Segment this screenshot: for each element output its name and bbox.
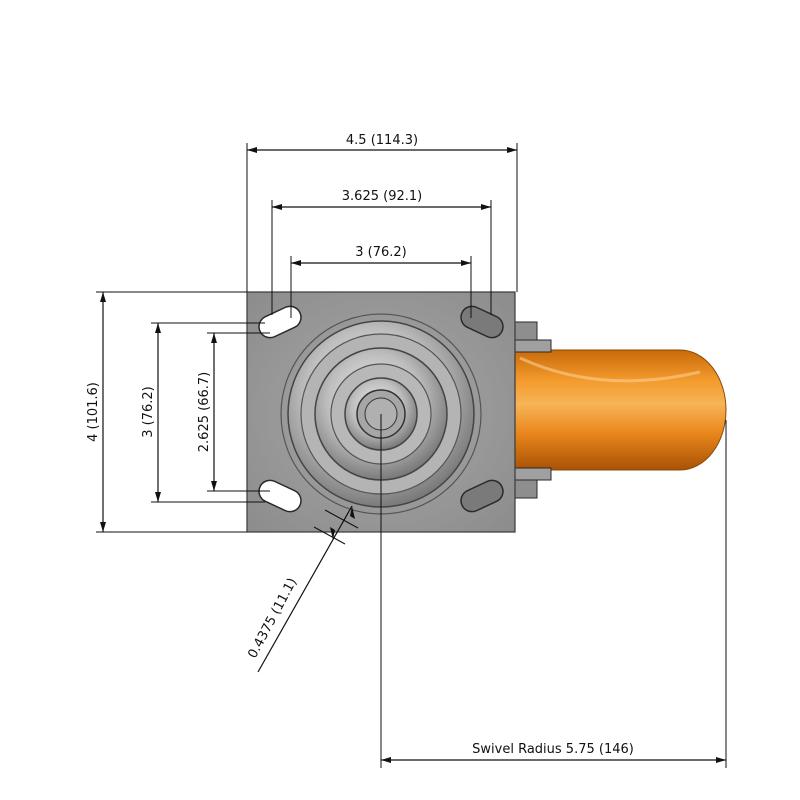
bolt-slot-top-left bbox=[258, 305, 302, 339]
dim-outer-bolt-vertical: 3 (76.2) bbox=[141, 322, 265, 503]
dim-outer-bolt-vertical-label: 3 (76.2) bbox=[141, 386, 156, 438]
dim-plate-height-label: 4 (101.6) bbox=[86, 382, 101, 442]
dim-inner-bolt-horizontal: 3 (76.2) bbox=[290, 245, 472, 318]
bolt-slot-bottom-left bbox=[258, 479, 302, 513]
wheel bbox=[514, 349, 727, 471]
dim-bolt-hole-size-label: 0.4375 (11.1) bbox=[245, 576, 300, 661]
dim-outer-bolt-horizontal: 3.625 (92.1) bbox=[271, 189, 492, 315]
dim-plate-height: 4 (101.6) bbox=[86, 291, 247, 533]
dim-swivel-radius-label: Swivel Radius 5.75 (146) bbox=[472, 742, 634, 757]
dim-plate-width-label: 4.5 (114.3) bbox=[346, 133, 418, 148]
dim-plate-width: 4.5 (114.3) bbox=[246, 133, 518, 292]
bolt-slot-top-right bbox=[460, 305, 504, 339]
dim-inner-bolt-vertical: 2.625 (66.7) bbox=[197, 332, 270, 492]
dim-inner-bolt-horizontal-label: 3 (76.2) bbox=[355, 245, 407, 260]
fork-bracket bbox=[514, 321, 552, 499]
dim-inner-bolt-vertical-label: 2.625 (66.7) bbox=[197, 372, 212, 452]
dim-swivel-radius: Swivel Radius 5.75 (146) bbox=[380, 414, 727, 768]
bolt-slot-bottom-right bbox=[460, 479, 504, 513]
dim-outer-bolt-horizontal-label: 3.625 (92.1) bbox=[342, 189, 422, 204]
